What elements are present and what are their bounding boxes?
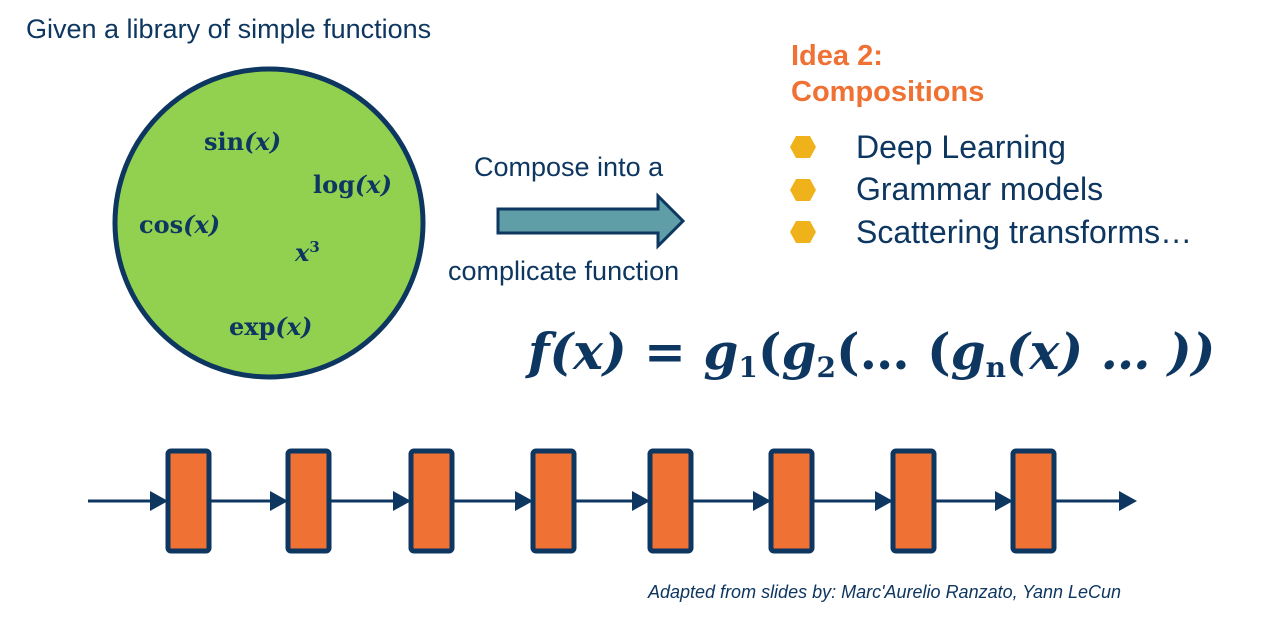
formula-sub-1: 1 bbox=[738, 351, 758, 384]
pipeline-output-arrow-head-icon bbox=[1119, 491, 1137, 511]
idea-title: Idea 2: Compositions bbox=[791, 38, 984, 110]
pipeline-arrow-head-icon bbox=[515, 491, 533, 511]
hexagon-bullet-icon bbox=[790, 178, 816, 201]
pipeline-block bbox=[530, 448, 577, 554]
idea-item-text: Grammar models bbox=[856, 171, 1104, 208]
pipeline-arrow-head-icon bbox=[270, 491, 288, 511]
idea-item-text: Deep Learning bbox=[856, 128, 1066, 165]
pipeline-arrow-head-icon bbox=[995, 491, 1013, 511]
pipeline-block bbox=[285, 448, 332, 554]
intro-text: Given a library of simple functions bbox=[26, 14, 432, 44]
idea-item-text: Scattering transforms… bbox=[856, 213, 1193, 250]
pipeline-block bbox=[408, 448, 455, 554]
function-sin: sin(x) bbox=[204, 127, 282, 156]
hexagon-bullet-icon bbox=[790, 136, 816, 159]
pipeline-arrow-head-icon bbox=[753, 491, 771, 511]
formula-lhs: f(x) = bbox=[528, 322, 686, 381]
formula-g2: g bbox=[781, 322, 817, 381]
idea-list: Deep Learning Grammar models Scattering … bbox=[790, 126, 1192, 254]
formula-g1: g bbox=[703, 322, 739, 381]
composition-formula: f(x) = g1(g2(… (gn(x) … )) bbox=[528, 322, 1215, 384]
pipeline-arrow-head-icon bbox=[393, 491, 411, 511]
pipeline-arrow-head-icon bbox=[150, 491, 168, 511]
idea-list-item: Grammar models bbox=[790, 169, 1192, 212]
formula-sub-n: n bbox=[985, 351, 1006, 384]
hexagon-bullet-icon bbox=[790, 221, 816, 244]
pipeline bbox=[88, 448, 1137, 554]
idea-title-line1: Idea 2: bbox=[791, 40, 883, 72]
function-cos: cos(x) bbox=[139, 210, 221, 239]
pipeline-arrow-head-icon bbox=[632, 491, 650, 511]
pipeline-block bbox=[1010, 448, 1057, 554]
formula-sub-2: 2 bbox=[816, 351, 836, 384]
compose-arrow bbox=[496, 192, 686, 250]
idea-title-line2: Compositions bbox=[791, 76, 985, 108]
pipeline-block bbox=[647, 448, 694, 554]
formula-ellipsis-open: (… ( bbox=[835, 322, 951, 381]
pipeline-block bbox=[165, 448, 212, 554]
idea-list-item: Scattering transforms… bbox=[790, 211, 1192, 254]
idea-list-item: Deep Learning bbox=[790, 126, 1192, 169]
compose-label-top: Compose into a bbox=[474, 152, 664, 182]
pipeline-arrow-head-icon bbox=[875, 491, 893, 511]
pipeline-block bbox=[890, 448, 937, 554]
function-x-cubed: x3 bbox=[295, 238, 320, 267]
formula-paren: ( bbox=[757, 322, 782, 381]
function-exp: exp(x) bbox=[229, 312, 313, 341]
formula-ellipsis-close: (x) … )) bbox=[1006, 322, 1216, 381]
compose-label-bottom: complicate function bbox=[448, 256, 680, 286]
function-log: log(x) bbox=[313, 170, 392, 199]
function-library-circle bbox=[112, 66, 426, 380]
credit-text: Adapted from slides by: Marc'Aurelio Ran… bbox=[648, 582, 1122, 602]
formula-gn: g bbox=[950, 322, 986, 381]
pipeline-block bbox=[768, 448, 815, 554]
